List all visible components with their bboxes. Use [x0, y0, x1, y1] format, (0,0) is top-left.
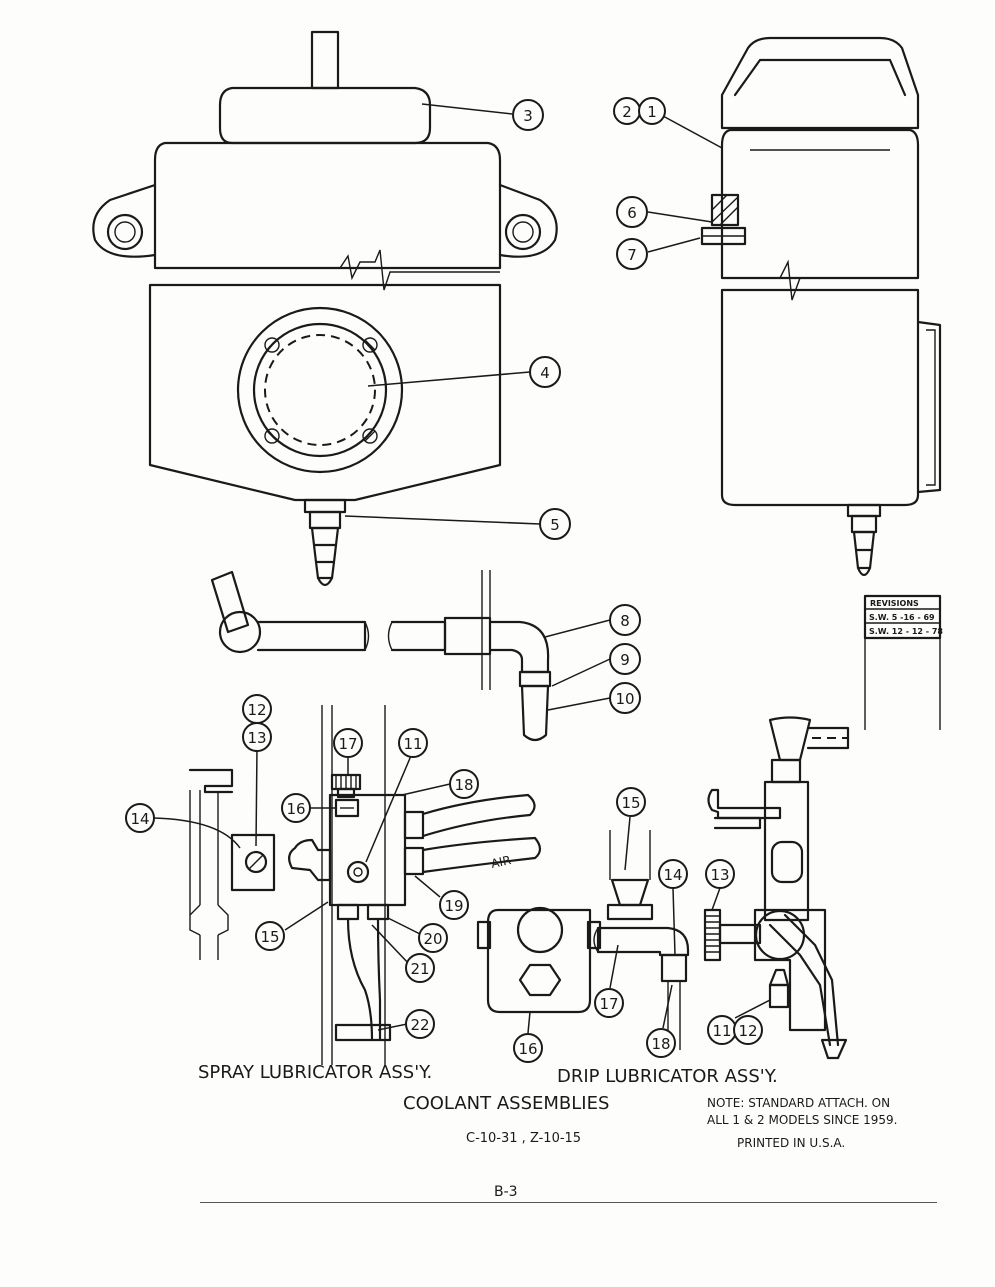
callout-15: 15: [255, 921, 285, 951]
air-hose-label: AIR: [490, 853, 513, 871]
revision-entry: S.W. 12 - 12 - 78: [869, 627, 943, 636]
svg-text:22: 22: [410, 1016, 429, 1034]
svg-text:16: 16: [286, 800, 305, 818]
callout-19: 19: [439, 890, 469, 920]
callout-21: 21: [405, 953, 435, 983]
callout-2: 2: [613, 97, 641, 125]
callout-16: 16: [513, 1033, 543, 1063]
callout-6: 6: [616, 196, 648, 228]
callout-5: 5: [539, 508, 571, 540]
tank-side-view: [700, 36, 942, 577]
callout-12: 12: [733, 1015, 763, 1045]
svg-text:12: 12: [738, 1022, 757, 1040]
callout-12: 12: [242, 694, 272, 724]
callout-14: 14: [658, 859, 688, 889]
callout-1: 1: [638, 97, 666, 125]
printed-in-usa: PRINTED IN U.S.A.: [737, 1136, 846, 1150]
svg-text:8: 8: [620, 612, 630, 630]
callout-15: 15: [616, 787, 646, 817]
svg-text:17: 17: [338, 735, 357, 753]
svg-text:11: 11: [403, 735, 422, 753]
revision-entry: S.W. 5 -16 - 69: [869, 613, 935, 622]
svg-text:3: 3: [523, 107, 533, 125]
revisions-title: REVISIONS: [870, 599, 919, 608]
callout-18: 18: [449, 769, 479, 799]
svg-text:14: 14: [663, 866, 682, 884]
callout-17: 17: [594, 988, 624, 1018]
svg-text:13: 13: [710, 866, 729, 884]
svg-text:19: 19: [444, 897, 463, 915]
svg-text:15: 15: [621, 794, 640, 812]
svg-text:14: 14: [130, 810, 149, 828]
callout-3: 3: [512, 99, 544, 131]
hose-fitting-row: [210, 570, 552, 742]
svg-text:15: 15: [260, 928, 279, 946]
callout-4: 4: [529, 356, 561, 388]
svg-text:1: 1: [647, 103, 657, 121]
svg-text:13: 13: [247, 729, 266, 747]
part-numbers: C-10-31 , Z-10-15: [466, 1131, 582, 1146]
svg-text:5: 5: [550, 516, 560, 534]
callout-13: 13: [705, 859, 735, 889]
drip-lubricator-caption: DRIP LUBRICATOR ASS'Y.: [557, 1066, 778, 1087]
callout-11: 11: [398, 728, 428, 758]
svg-text:6: 6: [627, 204, 637, 222]
svg-text:20: 20: [423, 930, 442, 948]
callout-16: 16: [281, 793, 311, 823]
callout-14: 14: [125, 803, 155, 833]
callout-13: 13: [242, 722, 272, 752]
callout-18: 18: [646, 1028, 676, 1058]
coolant-assemblies-title: COOLANT ASSEMBLIES: [403, 1093, 610, 1114]
callout-22: 22: [405, 1009, 435, 1039]
svg-text:18: 18: [651, 1035, 670, 1053]
callout-20: 20: [418, 923, 448, 953]
leader-lines: [153, 103, 771, 1034]
tank-front-view: [92, 30, 558, 587]
callout-9: 9: [609, 643, 641, 675]
svg-text:11: 11: [712, 1022, 731, 1040]
svg-text:17: 17: [599, 995, 618, 1013]
note-line-1: NOTE: STANDARD ATTACH. ON: [707, 1096, 891, 1110]
callout-17: 17: [333, 728, 363, 758]
spray-lubricator-caption: SPRAY LUBRICATOR ASS'Y.: [198, 1062, 433, 1083]
svg-text:16: 16: [518, 1040, 537, 1058]
svg-text:18: 18: [454, 776, 473, 794]
svg-text:2: 2: [622, 103, 632, 121]
footer-rule: [200, 1202, 937, 1203]
drip-lubricator-drawing: [476, 716, 850, 1060]
callout-8: 8: [609, 604, 641, 636]
callout-11: 11: [707, 1015, 737, 1045]
callout-10: 10: [609, 682, 641, 714]
svg-text:4: 4: [540, 364, 550, 382]
svg-text:7: 7: [627, 246, 637, 264]
svg-text:10: 10: [615, 690, 634, 708]
svg-text:9: 9: [620, 651, 630, 669]
revisions-box: REVISIONS S.W. 5 -16 - 69 S.W. 12 - 12 -…: [863, 594, 943, 730]
note-line-2: ALL 1 & 2 MODELS SINCE 1959.: [707, 1113, 898, 1127]
svg-text:21: 21: [410, 960, 429, 978]
spray-lubricator-drawing: [188, 705, 542, 1065]
page-number: B-3: [494, 1184, 518, 1200]
callout-7: 7: [616, 238, 648, 270]
svg-text:12: 12: [247, 701, 266, 719]
